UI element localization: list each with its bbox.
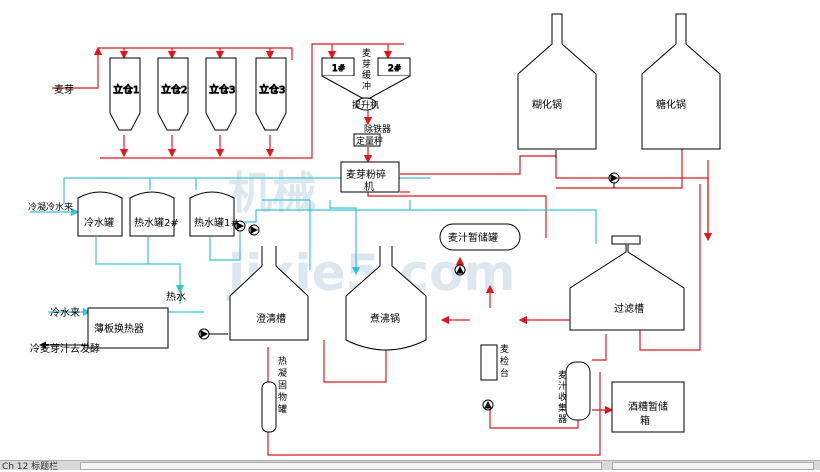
label-clarifier: 澄清槽 xyxy=(256,312,286,325)
label-wort-temp-tank: 麦汁暂储罐 xyxy=(448,231,498,244)
label-mill-2: 机 xyxy=(364,180,374,193)
bin-2: 2# xyxy=(377,57,411,77)
pumps xyxy=(198,172,620,411)
label-station-1: 麦 xyxy=(500,343,509,355)
label-hot-tank-2: 热水罐2# xyxy=(134,216,179,229)
label-spent-grain-1: 酒糟暂储 xyxy=(628,400,668,413)
pump-icon xyxy=(234,220,246,232)
label-grant-4: 集 xyxy=(558,402,567,414)
label-buffer-2: 芽 xyxy=(362,58,371,70)
label-mill-1: 麦芽粉碎 xyxy=(346,168,386,181)
label-grant-2: 汁 xyxy=(558,380,567,392)
svg-text:1#: 1# xyxy=(332,64,345,74)
label-hot-trub-1: 热 xyxy=(278,355,287,367)
label-grant-3: 收 xyxy=(558,391,567,403)
label-hot-trub-4: 物 xyxy=(278,391,287,403)
wort-temp-tank xyxy=(439,223,521,251)
svg-text:立仓2: 立仓2 xyxy=(161,83,187,96)
malt-lines xyxy=(52,43,713,456)
process-flow-diagram: 机械 jixie5.com xyxy=(28,13,721,456)
hot-water-tank-1 xyxy=(189,191,235,237)
spent-grain-tank xyxy=(611,381,685,433)
silo-3: 立仓3 xyxy=(205,57,237,131)
label-cold-water-in: 冷水来 xyxy=(50,306,80,319)
label-grant-5: 器 xyxy=(558,414,567,425)
malt-mill xyxy=(340,161,400,193)
saccharifier xyxy=(641,13,721,150)
label-hot-water: 热水 xyxy=(166,290,186,303)
svg-text:立仓3: 立仓3 xyxy=(209,83,235,96)
gelatinizer xyxy=(517,13,597,150)
svg-text:立仓1: 立仓1 xyxy=(113,83,139,96)
label-hot-trub-3: 固 xyxy=(278,380,287,391)
label-cold-tank: 冷水罐 xyxy=(84,216,114,229)
label-iron-remover: 除铁器 xyxy=(364,123,391,135)
silo-2: 立仓2 xyxy=(157,57,189,131)
label-station-3: 台 xyxy=(500,367,509,379)
svg-text:立仓3: 立仓3 xyxy=(259,83,285,96)
label-spent-grain-2: 箱 xyxy=(640,414,650,427)
wort-station xyxy=(480,344,498,381)
lifter xyxy=(355,97,377,111)
pump-icon xyxy=(482,399,494,411)
label-lauter-tun: 过滤槽 xyxy=(614,302,644,315)
hot-water-tank-2 xyxy=(129,191,175,237)
watermark-logo: 机械 xyxy=(228,168,316,219)
pump-icon xyxy=(454,264,466,276)
scale-box xyxy=(353,133,381,147)
label-hot-trub-2: 凝 xyxy=(278,368,287,379)
wort-grant xyxy=(565,361,591,421)
label-boiling-kettle: 煮沸锅 xyxy=(370,312,400,325)
label-scale: 定量秤 xyxy=(356,135,383,147)
label-plate-hx: 薄板换热器 xyxy=(94,322,144,335)
plate-heat-exchanger xyxy=(87,307,169,349)
hot-trub-tank xyxy=(261,381,277,433)
label-cold-wort-out: 冷麦芽汁去发酵 xyxy=(30,342,100,355)
pump-icon xyxy=(608,172,620,184)
labels: 麦芽 麦 芽 缓 冲 提升机 除铁器 定量秤 麦芽粉碎 机 糊化锅 糖化锅 冷凝… xyxy=(28,47,686,427)
silo-4: 立仓3 xyxy=(255,57,287,131)
clarifier xyxy=(229,246,309,341)
svg-text:2#: 2# xyxy=(388,64,401,74)
label-gelatinizer: 糊化锅 xyxy=(532,98,562,111)
equipment: 立仓1 立仓2 立仓3 立仓3 1# 2# xyxy=(77,13,721,433)
status-caption: Ch 12 标题栏 xyxy=(2,462,59,472)
pump-icon xyxy=(248,224,260,236)
cold-water-tank xyxy=(77,191,123,237)
label-malt: 麦芽 xyxy=(54,83,74,96)
silo-1: 立仓1 xyxy=(109,57,141,131)
label-saccharifier: 糖化锅 xyxy=(656,98,686,111)
pump-icon xyxy=(198,328,210,340)
label-buffer-1: 麦 xyxy=(362,47,371,59)
label-grant-1: 麦 xyxy=(558,369,567,381)
bin-1: 1# xyxy=(321,57,355,77)
label-buffer-3: 缓 xyxy=(362,69,371,81)
label-station-2: 检 xyxy=(500,355,509,367)
boiling-kettle xyxy=(345,246,427,351)
label-cooling-water-in: 冷凝冷水来 xyxy=(28,201,73,213)
lauter-tun xyxy=(569,235,685,331)
label-hot-tank-1: 热水罐1# xyxy=(194,216,239,229)
label-hot-trub-5: 罐 xyxy=(278,403,287,415)
label-lifter: 提升机 xyxy=(352,99,379,111)
label-buffer-4: 冲 xyxy=(362,80,371,92)
